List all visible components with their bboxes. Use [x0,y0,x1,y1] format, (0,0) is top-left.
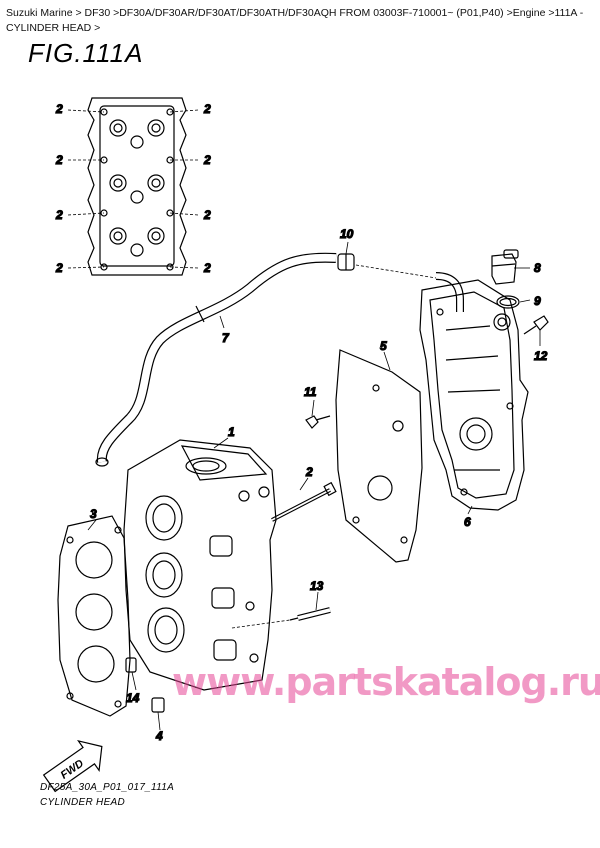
callout-2-g: 2 [55,261,63,275]
figure-title: FIG.111A [28,38,144,68]
callout-6: 6 [464,515,471,529]
head-gasket [57,515,131,717]
callout-14: 14 [126,691,140,705]
callout-5: 5 [380,339,387,353]
gasket-bolt [305,415,331,429]
cylinder-head-cover [419,279,529,511]
combustion-chambers [145,495,185,653]
valve-group-2 [109,174,165,204]
cover-gasket [335,349,423,563]
callout-8: 8 [534,261,541,275]
water-hose [95,252,337,467]
callout-7: 7 [222,331,230,345]
callout-2-c: 2 [55,153,63,167]
elbow-fitting [435,272,464,312]
valve-group-1 [109,119,165,149]
cover-bolt [523,315,549,335]
valve-group-3 [109,227,165,257]
cylinder-head-top-view [67,97,199,276]
callout-11: 11 [304,385,317,399]
callout-1: 1 [228,425,235,439]
o-ring [496,295,520,309]
breadcrumb-text[interactable]: Suzuki Marine > DF30 >DF30A/DF30AR/DF30A… [6,7,584,34]
callout-2-f: 2 [203,208,211,222]
callout-12: 12 [534,349,548,363]
breadcrumb[interactable]: Suzuki Marine > DF30 >DF30A/DF30AR/DF30A… [6,6,594,36]
callout-2-b: 2 [203,102,211,116]
callout-13: 13 [310,579,324,593]
hose-leader [355,264,437,279]
filler-cap [491,249,519,285]
callout-9: 9 [534,294,541,308]
cylinder-head-main [123,439,277,691]
watermark: www.partskatalog.ru [172,660,600,704]
long-bolt [271,481,337,522]
callout-2-a: 2 [55,102,63,116]
spark-plug [231,607,331,629]
callout-2-h: 2 [203,261,211,275]
callout-4: 4 [155,729,163,743]
plug [151,697,165,713]
figure-caption: CYLINDER HEAD [40,797,126,808]
callout-3: 3 [90,507,97,521]
figure-code: DF25A_30A_P01_017_111A [40,782,175,793]
hose-clamp [337,253,355,271]
callout-2-bolt: 2 [305,465,313,479]
callout-2-e: 2 [55,208,63,222]
callout-2-d: 2 [203,153,211,167]
leader-lines [87,241,541,731]
side-ports [209,486,270,663]
dowel-pin [125,657,137,673]
callout-10: 10 [340,227,354,241]
